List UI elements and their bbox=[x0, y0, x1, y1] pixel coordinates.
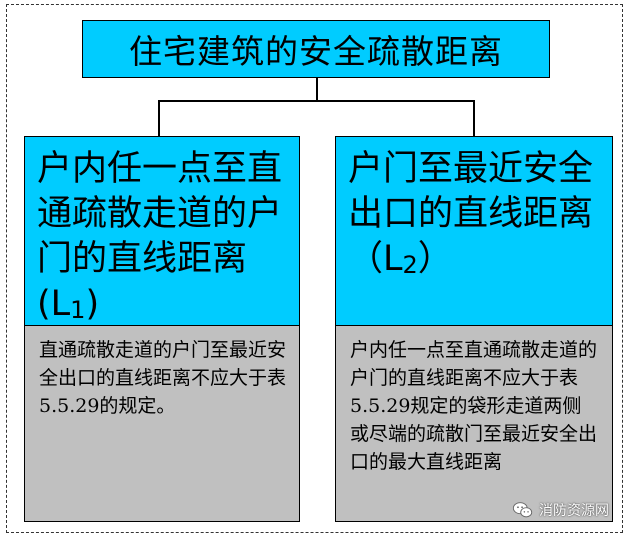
connector-left-drop bbox=[158, 100, 160, 137]
left-body-box: 直通疏散走道的户门至最近安全出口的直线距离不应大于表5.5.29的规定。 bbox=[24, 325, 300, 522]
connector-stem bbox=[316, 78, 318, 101]
left-body-text: 直通疏散走道的户门至最近安全出口的直线距离不应大于表5.5.29的规定。 bbox=[39, 339, 287, 417]
diagram-title-text: 住宅建筑的安全疏散距离 bbox=[129, 32, 503, 71]
connector-right-drop bbox=[473, 100, 475, 137]
left-heading-box: 户内任一点至直通疏散走道的户门的直线距离(L1) bbox=[24, 136, 300, 326]
right-heading-text: 户门至最近安全出口的直线距离（L bbox=[348, 149, 594, 279]
left-heading-text: 户内任一点至直通疏散走道的户门的直线距离(L bbox=[37, 149, 283, 324]
watermark-text: 消防资源网 bbox=[539, 503, 609, 519]
wechat-icon bbox=[512, 502, 533, 518]
dashed-frame bbox=[6, 4, 623, 533]
diagram-title: 住宅建筑的安全疏散距离 bbox=[82, 20, 550, 78]
connector-crossbar bbox=[158, 100, 475, 102]
watermark: 消防资源网 bbox=[512, 496, 609, 524]
right-body-box: 户内任一点至直通疏散走道的户门的直线距离不应大于表5.5.29规定的袋形走道两侧… bbox=[335, 325, 613, 522]
left-heading-subscript: 1 bbox=[70, 296, 86, 324]
right-heading-close: ） bbox=[417, 239, 453, 279]
right-heading-subscript: 2 bbox=[402, 251, 418, 279]
right-heading-box: 户门至最近安全出口的直线距离（L2） bbox=[335, 136, 613, 326]
right-body-text: 户内任一点至直通疏散走道的户门的直线距离不应大于表5.5.29规定的袋形走道两侧… bbox=[350, 339, 598, 473]
left-heading-close: ) bbox=[85, 284, 100, 324]
